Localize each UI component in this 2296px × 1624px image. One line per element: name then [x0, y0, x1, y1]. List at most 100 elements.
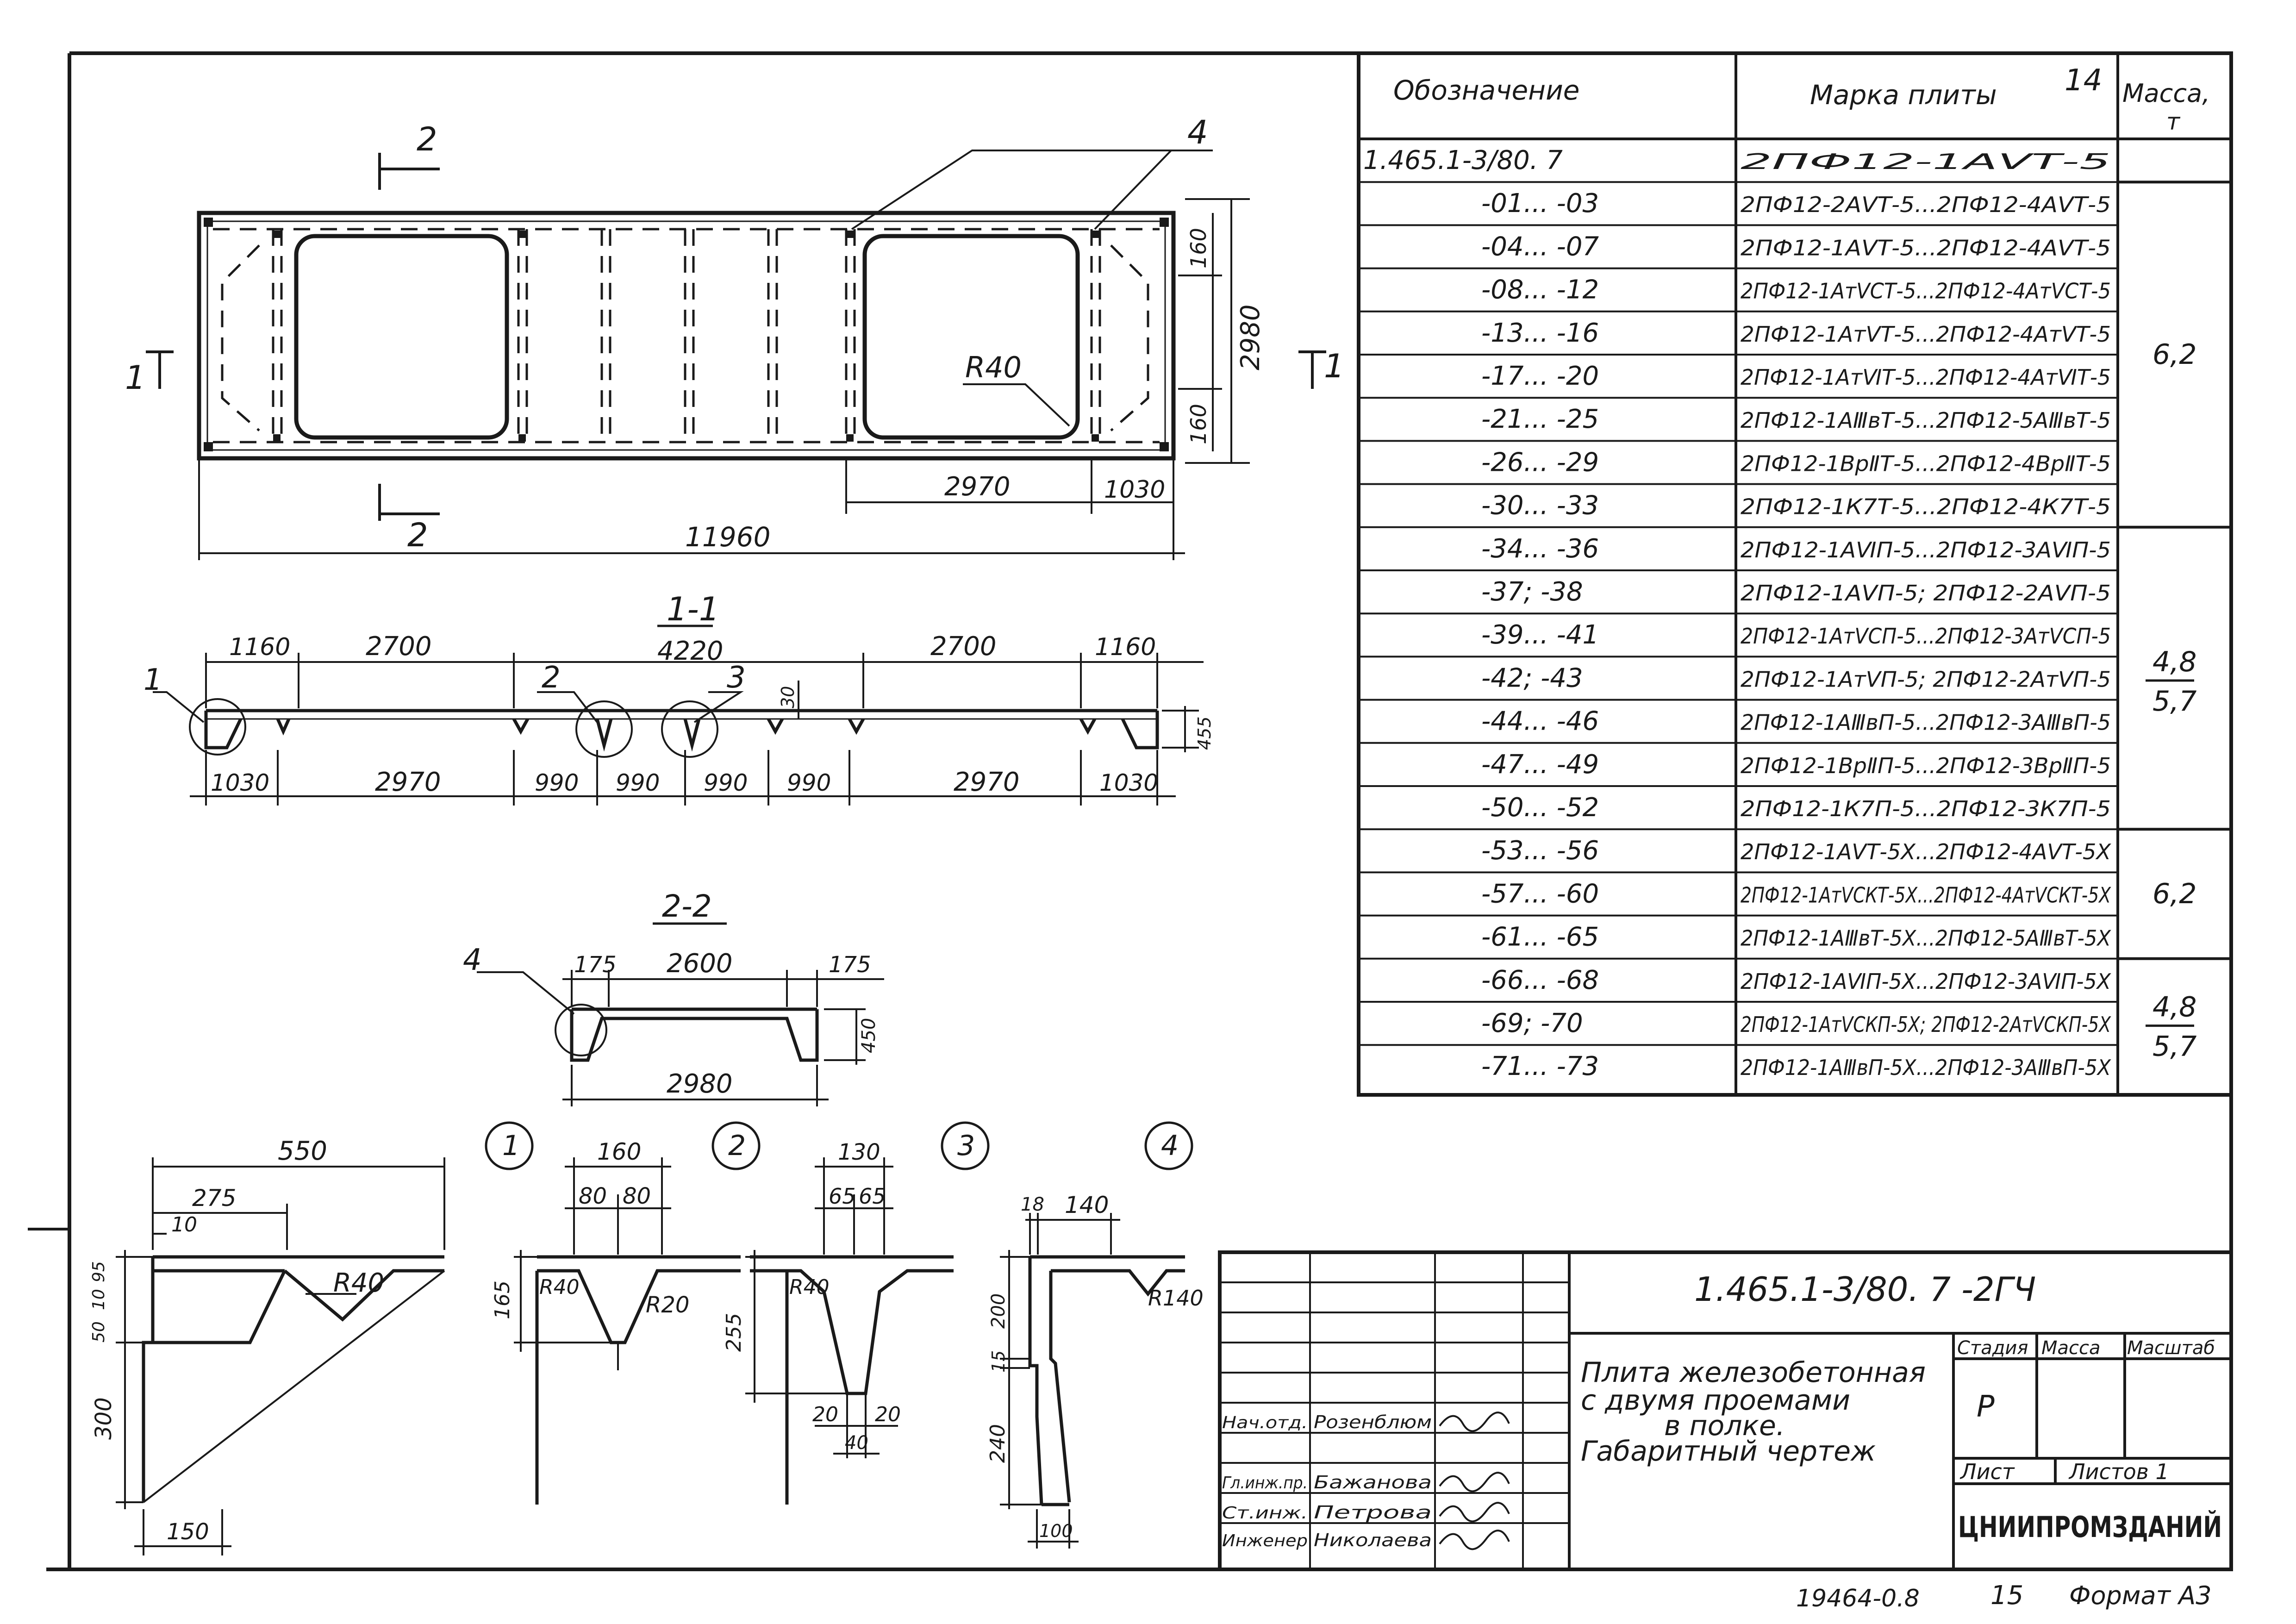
footer-page: 15 — [1990, 1580, 2023, 1611]
footer-format: Формат А3 — [2069, 1581, 2212, 1610]
table-row-brand: 2ПФ12-1АтⅤП-5; 2ПФ12-2АтⅤП-5 — [1741, 667, 2111, 692]
section-1-1-title: 1-1 — [667, 590, 719, 628]
table-row-designation: -26... -29 — [1481, 447, 1599, 477]
table-row-brand: 2ПФ12-1К7П-5...2ПФ12-3К7П-5 — [1741, 796, 2111, 821]
detail-1-radius: R40 — [333, 1268, 384, 1298]
dim-990-3: 990 — [704, 769, 748, 796]
detail-1-dim-275: 275 — [192, 1185, 236, 1212]
table-row-brand: 2ПФ12-1АⅥП-5Х...2ПФ12-3АⅥП-5Х — [1741, 969, 2111, 994]
signature-role: Гл.инж.пр. — [1222, 1474, 1308, 1493]
table-header-mass-unit: т — [2166, 108, 2181, 135]
section-mark-1-right: 1 — [1324, 347, 1345, 385]
table-row-brand: 2ПФ12-1АⅤТ-5...2ПФ12-4АⅤТ-5 — [1741, 235, 2111, 260]
table-row-brand: 2ПФ12-1АтⅤТ-5...2ПФ12-4АтⅤТ-5 — [1741, 322, 2111, 347]
signature-name: Николаева — [1314, 1530, 1432, 1550]
detail-1-number: 1 — [502, 1130, 520, 1162]
dim-2700-right: 2700 — [930, 631, 997, 662]
section-1-1: 1-1 1 2 3 — [144, 590, 1215, 806]
detail-1-dim-10: 10 — [171, 1213, 197, 1237]
detail-4-dim-15: 15 — [988, 1350, 1009, 1373]
table-row-brand: 2ПФ12-1К7Т-5...2ПФ12-4К7Т-5 — [1741, 494, 2111, 519]
dim-2970-right: 2970 — [954, 767, 1020, 797]
table-row-designation: -57... -60 — [1481, 879, 1599, 909]
table-row-brand: 2ПФ12-1АⅢвТ-5...2ПФ12-5АⅢвТ-5 — [1741, 408, 2111, 433]
section-mark-2-bottom: 2 — [407, 516, 428, 554]
detail-3-dim-255: 255 — [722, 1313, 746, 1352]
table-row-designation: 1.465.1-3/80. 7 — [1363, 145, 1563, 175]
signature-scribble — [1439, 1530, 1510, 1550]
table-row-designation: -01... -03 — [1481, 188, 1599, 219]
table-row-brand: 2ПФ12-1ВрⅡП-5...2ПФ12-3ВрⅡП-5 — [1741, 753, 2111, 778]
mass-value: 6,2 — [2152, 878, 2196, 910]
table-row-brand: 2ПФ12-1АⅢвП-5Х...2ПФ12-3АⅢвП-5Х — [1741, 1055, 2111, 1080]
dim-30: 30 — [778, 686, 798, 708]
dim-2970-left: 2970 — [375, 767, 441, 797]
dim-990-2: 990 — [616, 769, 660, 796]
radius-label: R40 — [965, 350, 1022, 384]
detail-1-dim-95: 95 — [89, 1261, 108, 1282]
sheet-label: Лист — [1959, 1459, 2015, 1484]
section-2-2: 2-2 4 175 2600 175 450 2980 — [463, 888, 884, 1106]
table-row-brand: 2ПФ12-1АⅤТ-5Х...2ПФ12-4АⅤТ-5Х — [1741, 839, 2111, 864]
detail-2: 2 160 80 80 165 R40 R20 — [491, 1121, 761, 1505]
dim-450: 450 — [858, 1018, 880, 1053]
opening-left — [294, 234, 509, 440]
table-row-brand: 2ПФ12-1АⅢвТ-5Х...2ПФ12-5АⅢвТ-5Х — [1741, 926, 2111, 951]
detail-1: 1 550 275 10 95 50 — [89, 1121, 534, 1555]
table-row-brand: 2ПФ12-1АтⅤСТ-5...2ПФ12-4АтⅤСТ-5 — [1741, 279, 2111, 304]
dim-2970-plan: 2970 — [944, 472, 1011, 502]
table-row-brand: 2ПФ12-2АⅤТ-5...2ПФ12-4АⅤТ-5 — [1741, 192, 2111, 217]
table-row-designation: -13... -16 — [1481, 318, 1599, 348]
mass-header: Масса — [2041, 1337, 2101, 1359]
dim-2700-left: 2700 — [366, 631, 432, 662]
detail-3-dim-130: 130 — [838, 1139, 880, 1165]
section-2-2-title: 2-2 — [662, 888, 712, 924]
detail-3-number: 3 — [957, 1130, 975, 1162]
title-line-2: с двумя проемами — [1581, 1384, 1850, 1417]
detail-2-number: 2 — [728, 1130, 746, 1162]
mass-numerator: 4,8 — [2152, 646, 2196, 678]
stage-value: Р — [1977, 1390, 1995, 1424]
detail-4-radius: R140 — [1148, 1286, 1204, 1311]
signature-role: Нач.отд. — [1222, 1413, 1308, 1432]
mass-denominator: 5,7 — [2152, 685, 2196, 718]
table-row-designation: -66... -68 — [1481, 965, 1599, 995]
dim-1160-right: 1160 — [1095, 633, 1156, 661]
detail-4-dim-100: 100 — [1039, 1521, 1073, 1541]
table-row-designation: -47... -49 — [1481, 750, 1599, 780]
table-row-designation: -53... -56 — [1481, 836, 1599, 866]
detail-3-dim-65b: 65 — [859, 1184, 886, 1209]
detail-2-dim-80b: 80 — [623, 1183, 651, 1209]
table-header-brand: Марка плиты — [1810, 79, 1997, 111]
dim-175-left: 175 — [574, 952, 617, 978]
leader-2: 2 — [542, 661, 561, 695]
detail-2-radius-b: R20 — [646, 1292, 689, 1318]
table-row-designation: -61... -65 — [1481, 922, 1599, 952]
dim-160-top: 160 — [1186, 228, 1211, 269]
scale-header: Масштаб — [2127, 1337, 2215, 1359]
table-row-designation: -37; -38 — [1481, 577, 1583, 607]
signature-scribble — [1439, 1502, 1510, 1523]
dim-11960: 11960 — [685, 521, 771, 553]
signature-scribble — [1439, 1472, 1510, 1493]
dim-1030-right: 1030 — [1099, 769, 1158, 796]
table-row-designation: -08... -12 — [1481, 275, 1599, 305]
leader-1: 1 — [144, 663, 162, 697]
mass-value: 6,2 — [2152, 338, 2196, 371]
table-row-brand: 2ПФ12-1АⅥП-5...2ПФ12-3АⅥП-5 — [1741, 537, 2111, 562]
table-row-designation: -42; -43 — [1481, 663, 1583, 693]
leader-4: 4 — [1187, 113, 1208, 151]
table-row-brand: 2ПФ12-1АⅢвП-5...2ПФ12-3АⅢвП-5 — [1741, 710, 2111, 735]
detail-1-dim-300: 300 — [91, 1397, 117, 1440]
detail-4-dim-240: 240 — [986, 1424, 1010, 1463]
table-row-designation: -69; -70 — [1481, 1008, 1583, 1038]
footer-doc-number: 19464-0.8 — [1796, 1585, 1920, 1612]
table-row-brand: 2ПФ12-1АтⅥТ-5...2ПФ12-4АтⅥТ-5 — [1741, 365, 2111, 390]
dim-160-bottom: 160 — [1186, 404, 1211, 444]
dim-2980: 2980 — [1235, 304, 1266, 370]
signature-name: Бажанова — [1314, 1472, 1432, 1493]
dim-2600: 2600 — [667, 949, 733, 979]
dim-2980-section: 2980 — [667, 1069, 733, 1099]
mass-numerator: 4,8 — [2152, 991, 2196, 1024]
